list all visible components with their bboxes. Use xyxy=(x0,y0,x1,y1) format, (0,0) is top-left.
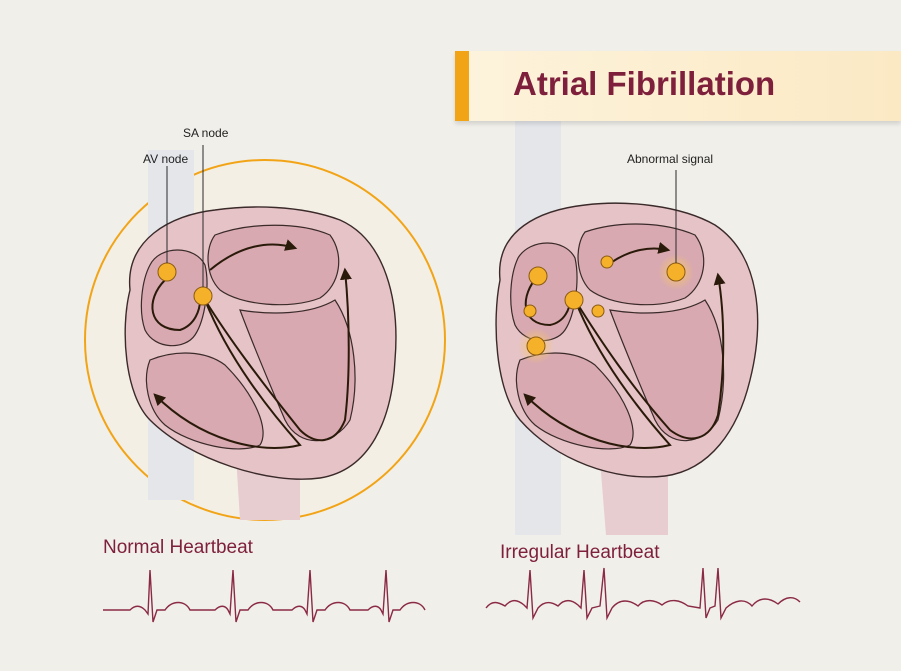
signal-path xyxy=(151,279,201,332)
signal-path xyxy=(611,242,671,263)
abnormal-signal-dot xyxy=(591,304,605,318)
signal-path xyxy=(574,272,726,440)
irregular-ecg-trace xyxy=(485,567,801,621)
av-node-dot xyxy=(528,266,548,286)
abnormal-signal-dot xyxy=(523,304,537,318)
afib-heart-diagram xyxy=(495,115,759,535)
signal-path xyxy=(204,267,352,442)
title-banner: Atrial Fibrillation xyxy=(455,51,901,121)
abnormal-signal-dot xyxy=(526,336,546,356)
right-ventricle xyxy=(145,352,264,450)
abnormal-signal-label: Abnormal signal xyxy=(627,152,714,166)
sa-node-label: SA node xyxy=(183,126,229,140)
irregular-heartbeat-title: Irregular Heartbeat xyxy=(500,542,660,563)
aorta-vessel xyxy=(600,460,668,535)
sa-node-dot xyxy=(564,290,584,310)
left-ventricle xyxy=(609,299,725,442)
right-ventricle xyxy=(515,352,634,450)
av-node-dot xyxy=(157,262,177,282)
left-atrium xyxy=(207,224,340,306)
normal-heart-diagram xyxy=(84,145,446,521)
abnormal-signal-dot xyxy=(600,255,614,269)
right-atrium xyxy=(510,242,578,342)
page-title: Atrial Fibrillation xyxy=(513,65,776,102)
signal-path xyxy=(153,299,302,449)
sa-node-dot xyxy=(193,286,213,306)
left-ventricle xyxy=(239,299,356,442)
abnormal-signal-dot xyxy=(666,262,686,282)
av-node-label: AV node xyxy=(143,152,189,166)
normal-ecg-trace xyxy=(103,569,426,623)
signal-path xyxy=(524,275,571,327)
signal-path xyxy=(209,239,298,271)
normal-heartbeat-title: Normal Heartbeat xyxy=(103,537,253,558)
signal-path xyxy=(523,299,672,449)
banner-accent-bar xyxy=(455,51,469,121)
